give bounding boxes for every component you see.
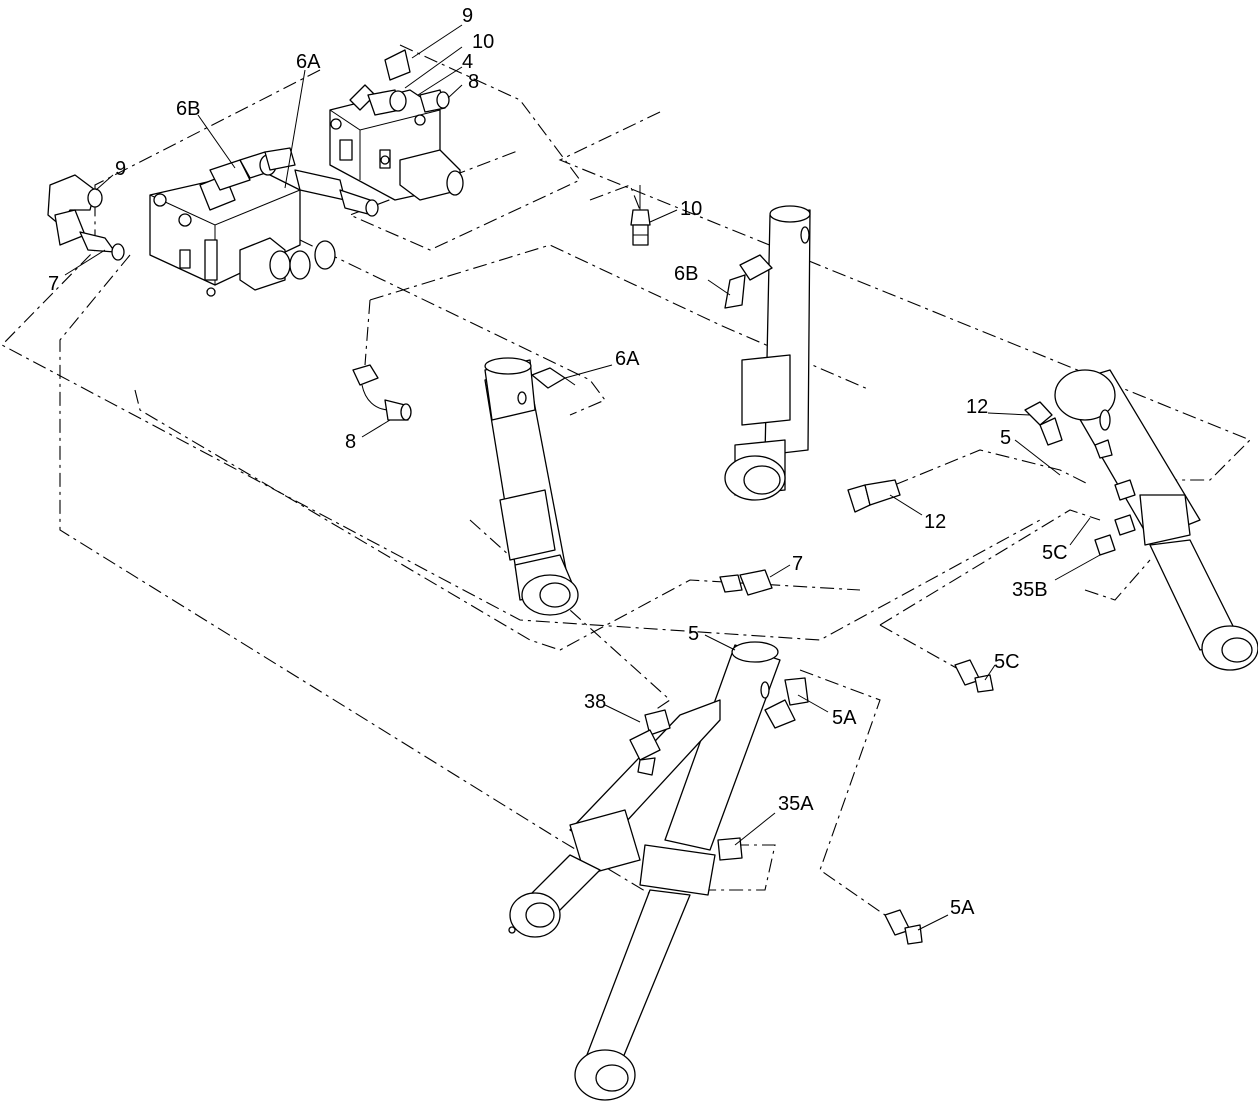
callout-7-mid: 7	[792, 553, 803, 575]
upper-control-valve	[329, 49, 464, 201]
hose-to-35b	[1084, 559, 1151, 601]
callout-6b-mid: 6B	[674, 263, 698, 285]
fitting-10-mid	[630, 185, 651, 246]
callouts: 9 10 4 8 6A 6B 9 7 10 6B 6A 8 12 5 12 5C…	[48, 5, 1068, 919]
callout-9-top: 9	[462, 5, 473, 27]
callout-9-left: 9	[115, 158, 126, 180]
callout-5c-low: 5C	[994, 651, 1020, 673]
callout-12-top: 12	[966, 396, 988, 418]
hose-mid-loop	[369, 244, 871, 391]
callout-5-right: 5	[1000, 427, 1011, 449]
hose-to-38	[469, 519, 671, 711]
callout-4: 4	[462, 51, 473, 73]
callout-7-left: 7	[48, 273, 59, 295]
fitting-8-mid	[352, 364, 412, 421]
callout-8-top: 8	[468, 71, 479, 93]
hose-to-8-mid	[364, 299, 371, 366]
callout-5a-up: 5A	[832, 707, 857, 729]
hose-outer-left-loop	[1, 69, 1041, 641]
callout-10-top: 10	[472, 31, 494, 53]
hose-to-6a-mid	[299, 239, 606, 416]
callout-8-mid: 8	[345, 431, 356, 453]
left-control-valve	[149, 147, 379, 297]
callout-5-low: 5	[688, 623, 699, 645]
leader-lines	[64, 24, 1101, 931]
fitting-7-mid	[719, 569, 773, 596]
cylinder-center-left	[484, 357, 579, 616]
callout-38: 38	[584, 691, 606, 713]
hose-main-large-loop	[558, 111, 1251, 481]
hose-to-5a-low	[799, 669, 886, 916]
callout-6b-top: 6B	[176, 98, 200, 120]
hose-upper-box	[348, 44, 581, 251]
hose-to-10-mid	[589, 184, 641, 211]
fittings-12	[847, 401, 1063, 513]
callout-5c-up: 5C	[1042, 542, 1068, 564]
callout-12-low: 12	[924, 511, 946, 533]
callout-6a-top: 6A	[296, 51, 321, 73]
callout-35b: 35B	[1012, 579, 1048, 601]
callout-6a-mid: 6A	[615, 348, 640, 370]
cylinder-right	[1054, 369, 1258, 671]
cylinder-center-right	[724, 205, 811, 501]
callout-35a: 35A	[778, 793, 814, 815]
floating-fittings	[884, 659, 994, 945]
hose-bottom-loop	[134, 389, 861, 651]
callout-10-mid: 10	[680, 198, 702, 220]
callout-5a-low: 5A	[950, 897, 975, 919]
hose-to-5c-low	[879, 624, 961, 671]
hose-right-lower	[879, 509, 1101, 626]
cylinder-bottom-second	[508, 699, 721, 938]
cylinder-bottom-large	[574, 641, 809, 1101]
left-fittings	[47, 174, 125, 261]
hose-right-upper	[869, 449, 1091, 496]
hose-to-35a	[700, 844, 776, 891]
